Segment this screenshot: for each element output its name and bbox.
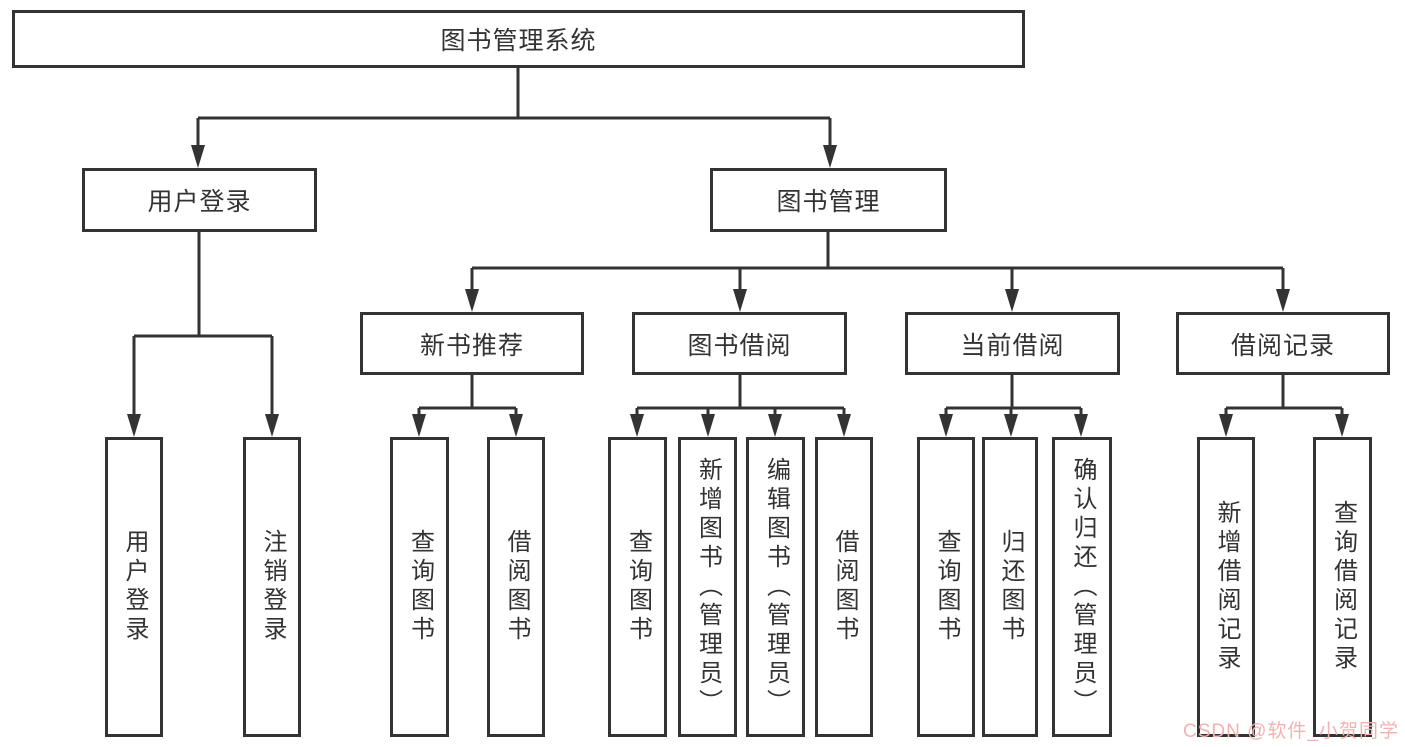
node-leaf-borrowing-borrow-book: 借阅图书 [815,437,873,737]
node-book-management: 图书管理 [710,168,947,232]
node-leaf-recommend-borrow-book: 借阅图书 [487,437,545,737]
node-leaf-add-borrow-record: 新增借阅记录 [1197,437,1255,737]
node-new-book-recommend: 新书推荐 [360,312,584,375]
node-leaf-confirm-return-admin: 确认归还（管理员） [1052,437,1112,737]
node-current-borrowing: 当前借阅 [905,312,1120,375]
node-leaf-edit-book-admin: 编辑图书（管理员） [746,437,805,737]
node-user-login: 用户登录 [82,168,317,232]
node-borrow-records: 借阅记录 [1176,312,1390,375]
node-leaf-return-book: 归还图书 [982,437,1038,737]
node-root-system: 图书管理系统 [12,10,1025,68]
node-book-borrowing: 图书借阅 [632,312,847,375]
node-leaf-borrowing-query-book: 查询图书 [608,437,667,737]
node-leaf-recommend-query-book: 查询图书 [390,437,449,737]
watermark: CSDN @软件_小贺同学 [1183,721,1399,742]
node-leaf-query-borrow-record: 查询借阅记录 [1313,437,1372,737]
node-leaf-add-book-admin: 新增图书（管理员） [678,437,737,737]
node-leaf-user-login: 用户登录 [105,437,163,737]
arrowhead-icons [127,145,1349,437]
node-leaf-logout: 注销登录 [243,437,301,737]
node-leaf-current-query-book: 查询图书 [917,437,975,737]
